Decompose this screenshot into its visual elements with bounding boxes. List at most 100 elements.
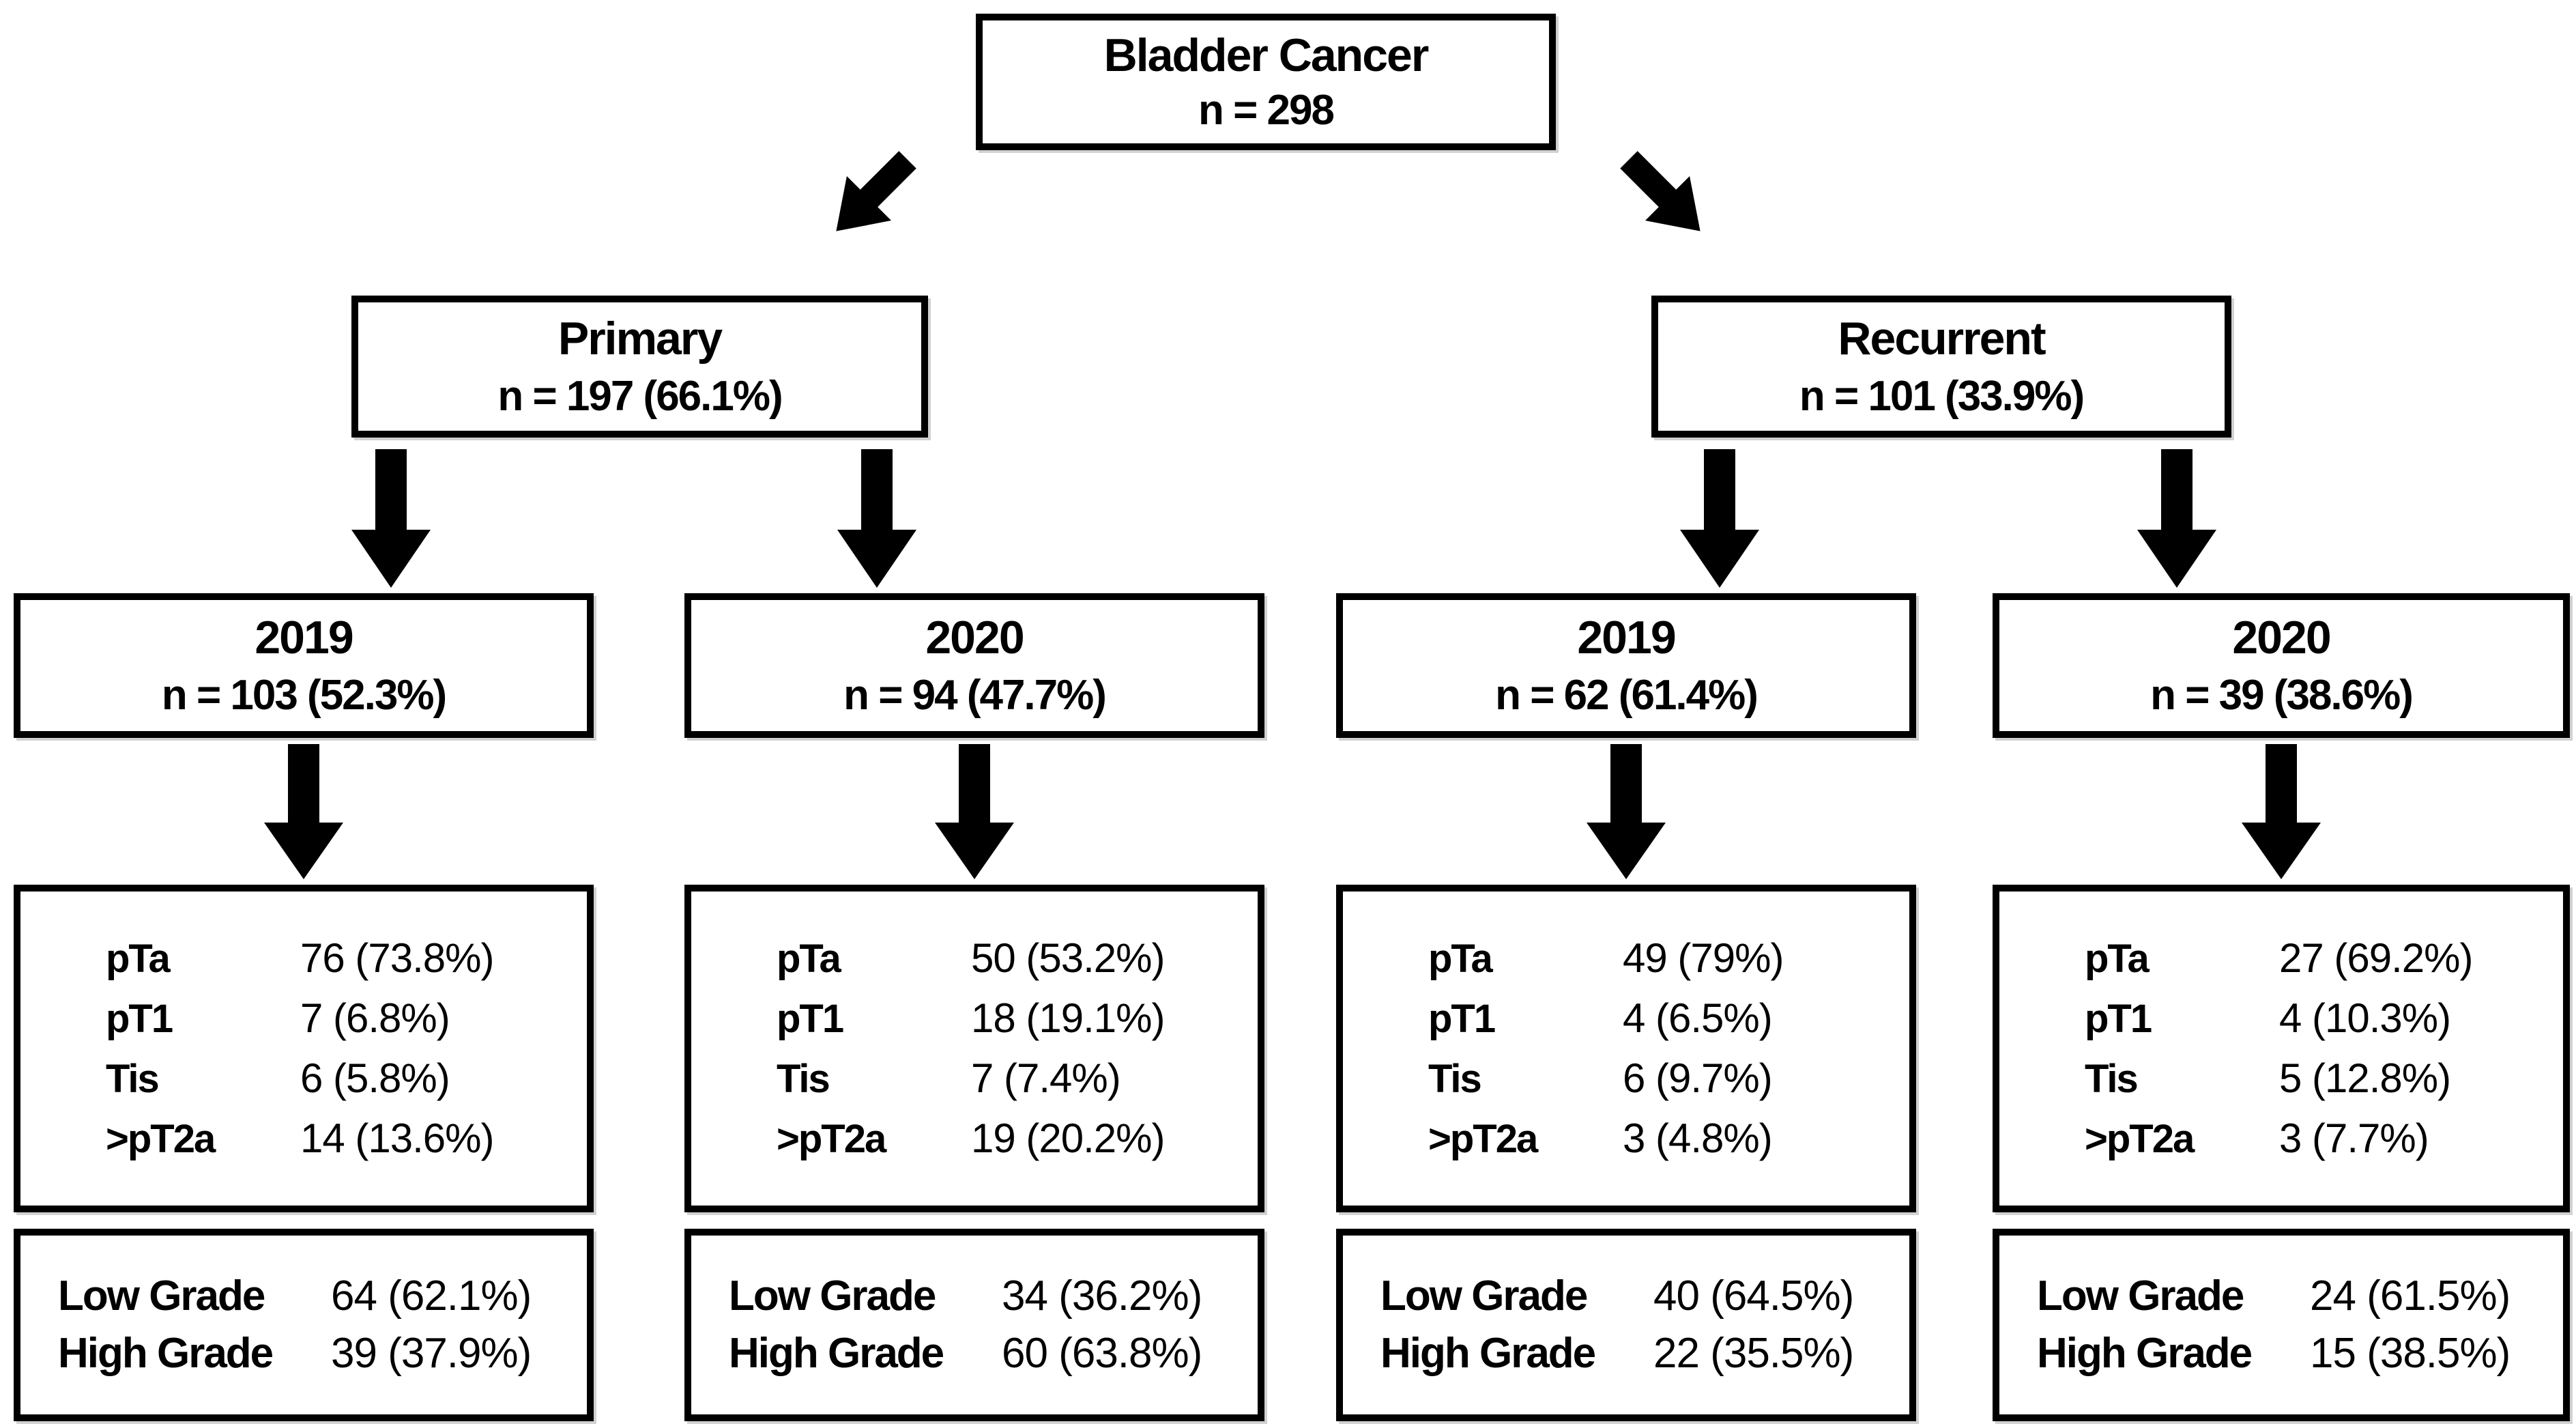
grade-label: Low Grade	[1380, 1272, 1588, 1320]
stage-value: 4 (6.5%)	[1623, 995, 1773, 1041]
grade-table-recurrent-2019: Low Grade 40 (64.5%) High Grade 22 (35.5…	[1336, 1229, 1916, 1421]
arrow-2020-recurrent-to-stages	[2240, 744, 2322, 881]
grade-table-recurrent-2020: Low Grade 24 (61.5%) High Grade 15 (38.5…	[1993, 1229, 2570, 1421]
grade-label: Low Grade	[729, 1272, 936, 1320]
stage-value: 6 (5.8%)	[300, 1055, 450, 1101]
stage-row: pT1 4 (6.5%)	[1350, 998, 1902, 1039]
stage-row: pT1 18 (19.1%)	[698, 998, 1251, 1039]
stage-label: Tis	[1428, 1057, 1482, 1101]
stage-value: 14 (13.6%)	[300, 1115, 495, 1161]
grade-label: Low Grade	[2037, 1272, 2244, 1320]
stage-label: >pT2a	[106, 1117, 216, 1161]
node-recurrent-count: n = 101 (33.9%)	[1799, 372, 2085, 420]
stage-row: pTa 49 (79%)	[1350, 938, 1902, 979]
grade-row: Low Grade 24 (61.5%)	[2006, 1272, 2556, 1320]
node-recurrent-2020: 2020 n = 39 (38.6%)	[1993, 593, 2570, 738]
grade-value: 64 (62.1%)	[331, 1272, 532, 1320]
stage-value: 6 (9.7%)	[1623, 1055, 1773, 1101]
node-primary-2019-count: n = 103 (52.3%)	[161, 672, 447, 719]
arrow-primary-to-2019	[350, 449, 432, 589]
node-primary-2020-year: 2020	[925, 611, 1024, 664]
node-recurrent: Recurrent n = 101 (33.9%)	[1651, 296, 2231, 438]
node-recurrent-2019-count: n = 62 (61.4%)	[1495, 672, 1759, 719]
stage-label: pT1	[777, 997, 844, 1041]
stage-label: Tis	[777, 1057, 830, 1101]
stage-value: 50 (53.2%)	[971, 935, 1166, 981]
grade-label: High Grade	[2037, 1330, 2253, 1378]
grade-value: 39 (37.9%)	[331, 1330, 532, 1378]
grade-row: High Grade 60 (63.8%)	[698, 1332, 1251, 1375]
stage-row: pTa 27 (69.2%)	[2006, 938, 2556, 979]
grade-row: High Grade 15 (38.5%)	[2006, 1332, 2556, 1375]
stage-label: pT1	[1428, 997, 1496, 1041]
grade-row: High Grade 22 (35.5%)	[1350, 1332, 1902, 1375]
stage-row: >pT2a 3 (7.7%)	[2006, 1118, 2556, 1159]
stage-label: >pT2a	[2085, 1117, 2195, 1161]
grade-label: High Grade	[58, 1330, 274, 1378]
node-bladder-cancer-title: Bladder Cancer	[1103, 29, 1430, 81]
stage-label: pTa	[2085, 937, 2150, 981]
node-recurrent-2019: 2019 n = 62 (61.4%)	[1336, 593, 1916, 738]
grade-label: High Grade	[729, 1330, 944, 1378]
grade-value: 34 (36.2%)	[1002, 1272, 1202, 1320]
stage-row: Tis 6 (5.8%)	[27, 1058, 580, 1099]
grade-value: 22 (35.5%)	[1653, 1330, 1854, 1378]
arrow-2019-recurrent-to-stages	[1585, 744, 1667, 881]
grade-value: 60 (63.8%)	[1002, 1330, 1202, 1378]
node-bladder-cancer: Bladder Cancer n = 298	[976, 14, 1556, 150]
node-primary-2020: 2020 n = 94 (47.7%)	[684, 593, 1264, 738]
stage-row: >pT2a 14 (13.6%)	[27, 1118, 580, 1159]
stage-label: >pT2a	[777, 1117, 886, 1161]
grade-value: 40 (64.5%)	[1653, 1272, 1854, 1320]
stage-row: Tis 5 (12.8%)	[2006, 1058, 2556, 1099]
stage-row: >pT2a 3 (4.8%)	[1350, 1118, 1902, 1159]
stage-label: pT1	[106, 997, 173, 1041]
grade-table-primary-2019: Low Grade 64 (62.1%) High Grade 39 (37.9…	[14, 1229, 594, 1421]
grade-row: Low Grade 34 (36.2%)	[698, 1272, 1251, 1320]
stage-row: >pT2a 19 (20.2%)	[698, 1118, 1251, 1159]
arrow-2020-primary-to-stages	[934, 744, 1015, 881]
arrow-recurrent-to-2020	[2136, 449, 2218, 589]
stage-row: pT1 4 (10.3%)	[2006, 998, 2556, 1039]
stage-label: pTa	[106, 937, 171, 981]
grade-row: High Grade 39 (37.9%)	[27, 1332, 580, 1375]
stage-label: pTa	[1428, 937, 1493, 981]
stage-table-recurrent-2020: pTa 27 (69.2%) pT1 4 (10.3%) Tis 5 (12.8…	[1993, 885, 2570, 1212]
stage-row: pTa 50 (53.2%)	[698, 938, 1251, 979]
stage-value: 7 (7.4%)	[971, 1055, 1121, 1101]
stage-value: 18 (19.1%)	[971, 995, 1166, 1041]
grade-value: 15 (38.5%)	[2310, 1330, 2510, 1378]
grade-label: High Grade	[1380, 1330, 1596, 1378]
grade-row: Low Grade 40 (64.5%)	[1350, 1272, 1902, 1320]
grade-value: 24 (61.5%)	[2310, 1272, 2510, 1320]
arrow-primary-to-2020	[836, 449, 918, 589]
stage-row: pTa 76 (73.8%)	[27, 938, 580, 979]
stage-row: Tis 7 (7.4%)	[698, 1058, 1251, 1099]
stage-value: 3 (4.8%)	[1623, 1115, 1773, 1161]
node-recurrent-title: Recurrent	[1838, 313, 2046, 365]
node-recurrent-2020-year: 2020	[2232, 611, 2331, 664]
arrow-root-to-recurrent	[1609, 139, 1722, 253]
arrow-root-to-primary	[815, 139, 928, 253]
stage-value: 76 (73.8%)	[300, 935, 495, 981]
node-primary: Primary n = 197 (66.1%)	[351, 296, 928, 438]
grade-row: Low Grade 64 (62.1%)	[27, 1272, 580, 1320]
node-primary-2019-year: 2019	[255, 611, 353, 664]
node-primary-2019: 2019 n = 103 (52.3%)	[14, 593, 594, 738]
stage-value: 3 (7.7%)	[2279, 1115, 2429, 1161]
stage-table-primary-2019: pTa 76 (73.8%) pT1 7 (6.8%) Tis 6 (5.8%)…	[14, 885, 594, 1212]
stage-value: 5 (12.8%)	[2279, 1055, 2451, 1101]
stage-value: 19 (20.2%)	[971, 1115, 1166, 1161]
stage-table-recurrent-2019: pTa 49 (79%) pT1 4 (6.5%) Tis 6 (9.7%) >…	[1336, 885, 1916, 1212]
node-bladder-cancer-count: n = 298	[1198, 87, 1335, 134]
stage-label: pT1	[2085, 997, 2152, 1041]
arrow-recurrent-to-2019	[1679, 449, 1761, 589]
node-primary-2020-count: n = 94 (47.7%)	[843, 672, 1107, 719]
stage-value: 7 (6.8%)	[300, 995, 450, 1041]
stage-row: Tis 6 (9.7%)	[1350, 1058, 1902, 1099]
stage-row: pT1 7 (6.8%)	[27, 998, 580, 1039]
arrow-2019-primary-to-stages	[263, 744, 345, 881]
grade-label: Low Grade	[58, 1272, 265, 1320]
node-recurrent-2020-count: n = 39 (38.6%)	[2150, 672, 2414, 719]
